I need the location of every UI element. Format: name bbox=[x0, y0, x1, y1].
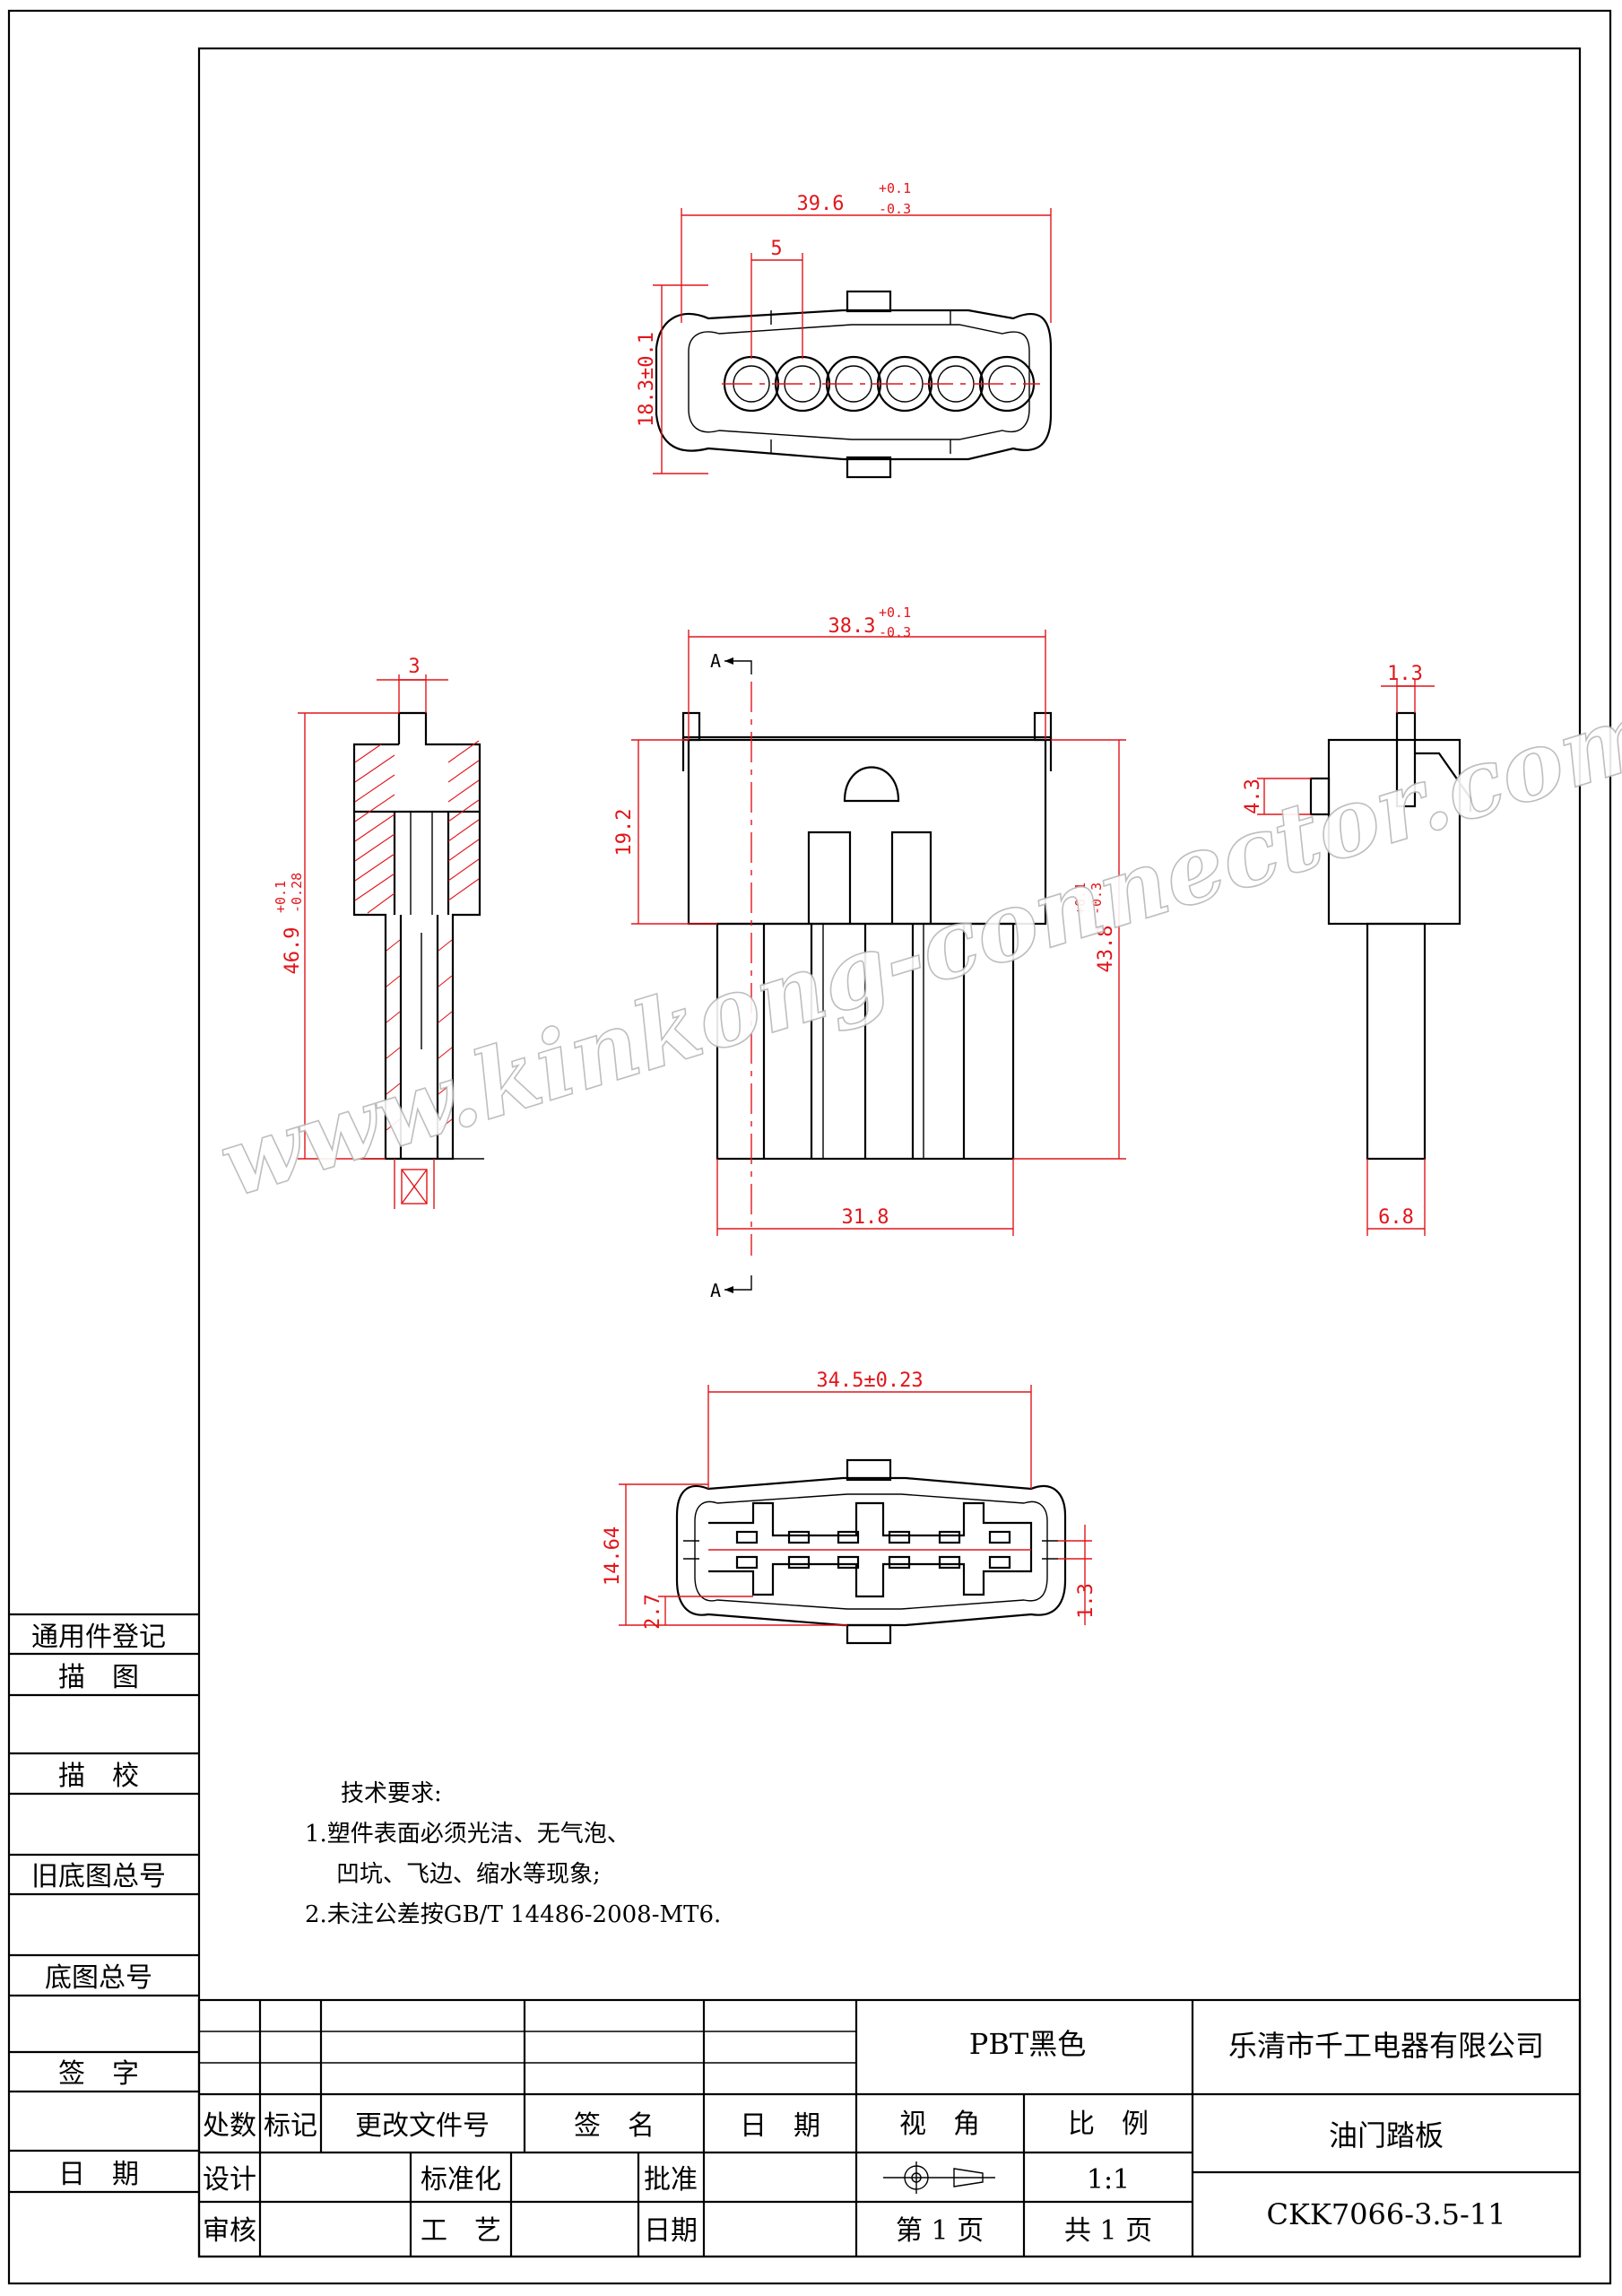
tb-review: 审核 bbox=[203, 2215, 256, 2247]
tb-col-header-0: 处数 bbox=[203, 2110, 256, 2142]
tb-drawing-no: CKK7066-3.5-11 bbox=[1267, 2197, 1506, 2231]
dim-bottom-width: 34.5±0.23 bbox=[816, 1370, 923, 1392]
tb-standardization: 标准化 bbox=[421, 2164, 501, 2196]
dim-front-width-tol-minus: -0.3 bbox=[879, 624, 911, 640]
dim-bottom-right: 1.3 bbox=[1075, 1583, 1097, 1619]
side-view: 1.3 4.3 6.8 bbox=[1242, 663, 1472, 1236]
section-hatching bbox=[354, 740, 480, 1131]
tb-sheet-no: 第 1 页 bbox=[896, 2215, 984, 2247]
tb-scale-label: 比 例 bbox=[1068, 2109, 1149, 2140]
tb-material: PBT黑色 bbox=[969, 2027, 1086, 2061]
tb-col-header-2: 更改文件号 bbox=[355, 2110, 490, 2142]
tb-scale-value: 1:1 bbox=[1087, 2164, 1130, 2196]
bottom-view-terminals bbox=[735, 1530, 1011, 1570]
dim-top-width-tol-plus: +0.1 bbox=[879, 180, 911, 196]
dim-front-upper: 19.2 bbox=[613, 809, 636, 857]
tb-view-label: 视 角 bbox=[899, 2109, 980, 2140]
dim-front-width: 38.3 bbox=[828, 615, 876, 638]
watermark-text: www.kinkong-connector.com bbox=[207, 675, 1622, 1219]
tb-part-name: 油门踏板 bbox=[1329, 2118, 1444, 2152]
strip-row-1: 描 图 bbox=[58, 1662, 139, 1693]
tb-date: 日期 bbox=[644, 2215, 698, 2247]
tb-col-header-4: 日 期 bbox=[740, 2110, 820, 2142]
tech-req-title: 技术要求: bbox=[341, 1780, 442, 1807]
dim-front-height-tol-minus: -0.3 bbox=[1089, 883, 1105, 915]
dim-front-bottom: 31.8 bbox=[842, 1206, 889, 1229]
dim-sec-height: 46.9 bbox=[282, 927, 304, 975]
section-mark-top: A bbox=[710, 650, 721, 672]
dim-top-width-tol-minus: -0.3 bbox=[879, 201, 911, 217]
dim-sec-height-tol-plus: +0.1 bbox=[273, 881, 289, 913]
tb-col-header-1: 标记 bbox=[264, 2110, 317, 2142]
section-mark-bottom: A bbox=[710, 1280, 721, 1301]
dim-top-width: 39.6 bbox=[797, 193, 845, 215]
outer-frame bbox=[7, 9, 1612, 2285]
strip-row-0: 通用件登记 bbox=[31, 1622, 166, 1653]
dim-top-pitch: 5 bbox=[770, 238, 782, 260]
title-block: PBT黑色 乐清市千工电器有限公司 处数 标记 更改文件号 签 名 日 期 视 … bbox=[197, 1998, 1582, 2258]
dim-front-height: 43.8 bbox=[1095, 926, 1117, 973]
projection-symbol bbox=[883, 2161, 995, 2194]
tech-req-item-2: 2.未注公差按GB/T 14486-2008-MT6. bbox=[305, 1901, 721, 1928]
tb-design: 设计 bbox=[203, 2164, 256, 2196]
dim-side-latch: 4.3 bbox=[1242, 778, 1264, 814]
dim-side-top: 1.3 bbox=[1387, 663, 1423, 685]
dim-side-width: 6.8 bbox=[1378, 1206, 1414, 1229]
strip-row-4: 底图总号 bbox=[45, 1962, 152, 1994]
top-view: 39.6 +0.1 -0.3 5 18.3±0.1 bbox=[636, 180, 1053, 479]
tb-process: 工 艺 bbox=[421, 2215, 501, 2247]
strip-row-3: 旧底图总号 bbox=[31, 1861, 166, 1892]
strip-row-5: 签 字 bbox=[58, 2058, 139, 2090]
dim-bottom-height: 14.64 bbox=[602, 1526, 624, 1586]
dim-front-height-tol-plus: +0.1 bbox=[1072, 883, 1089, 915]
tech-req-item-1: 凹坑、飞边、缩水等现象; bbox=[336, 1861, 601, 1888]
section-view: 3 46.9 +0.1 -0.28 bbox=[273, 656, 484, 1209]
tb-company: 乐清市千工电器有限公司 bbox=[1228, 2029, 1544, 2063]
tech-req-item-0: 1.塑件表面必须光洁、无气泡、 bbox=[305, 1821, 630, 1848]
dim-sec-width: 3 bbox=[408, 656, 420, 678]
tb-sheet-total: 共 1 页 bbox=[1064, 2215, 1152, 2247]
tb-approve: 批准 bbox=[644, 2164, 698, 2196]
bottom-view: 34.5±0.23 14.64 2.7 1.3 bbox=[602, 1370, 1097, 1645]
left-strip: 通用件登记 描 图 描 校 旧底图总号 底图总号 签 字 日 期 bbox=[9, 1613, 199, 2194]
tb-col-header-3: 签 名 bbox=[574, 2110, 655, 2142]
dim-top-height: 18.3±0.1 bbox=[636, 332, 658, 427]
dim-bottom-offset: 2.7 bbox=[642, 1594, 664, 1630]
strip-row-2: 描 校 bbox=[58, 1761, 139, 1792]
technical-requirements: 技术要求: 1.塑件表面必须光洁、无气泡、 凹坑、飞边、缩水等现象; 2.未注公… bbox=[305, 1780, 721, 1928]
dim-sec-height-tol-minus: -0.28 bbox=[289, 873, 305, 913]
dim-front-width-tol-plus: +0.1 bbox=[879, 604, 911, 621]
front-view: A A 38.3 +0.1 -0.3 19.2 43.8 +0.1 -0.3 3… bbox=[613, 604, 1126, 1301]
strip-row-6: 日 期 bbox=[58, 2159, 139, 2190]
